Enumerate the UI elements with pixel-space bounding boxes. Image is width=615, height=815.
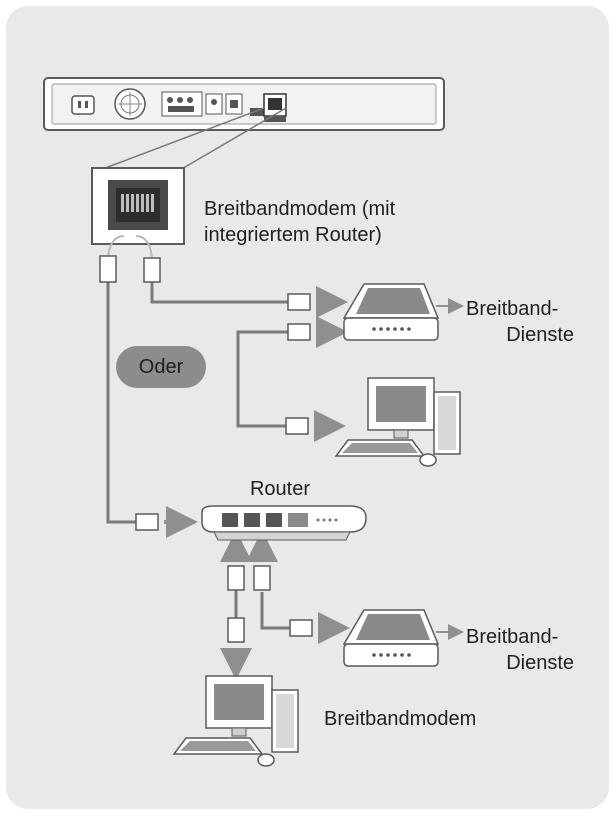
- player-lan-port-icon: [263, 93, 287, 122]
- plug-modem-bottom: [289, 619, 313, 637]
- cable-router-to-modem-bottom: [260, 592, 292, 630]
- label-service-top-line2: Dienste: [506, 324, 574, 346]
- plug-router-out-right: [253, 565, 271, 591]
- broadband-modem-bottom-icon: [342, 609, 440, 667]
- pc-bottom-icon: [172, 675, 299, 767]
- plug-pc-top: [285, 417, 309, 435]
- label-router: Router: [249, 478, 311, 500]
- zoom-line-left: [99, 107, 265, 171]
- power-socket-icon: [71, 95, 95, 115]
- plug-right-top: [143, 257, 161, 283]
- label-modem-bottom: Breitbandmodem: [324, 708, 477, 730]
- label-service-top-line1: Breitband-: [466, 298, 559, 320]
- cable-left-to-router: [106, 280, 138, 524]
- label-modem-router-line1: Breitbandmodem (mit: [204, 198, 396, 220]
- av-connectors-icon: [161, 91, 266, 117]
- cable-modem-to-pc-top: [236, 330, 292, 428]
- label-service-bottom-line1: Breitband-: [466, 626, 559, 648]
- label-modem-router-line2: integriertem Router): [204, 224, 382, 246]
- fan-icon: [114, 88, 146, 120]
- player-back-panel: [43, 77, 445, 131]
- broadband-modem-top-icon: [342, 283, 440, 341]
- plug-router-out-left: [227, 565, 245, 591]
- cable-right-to-modem: [150, 282, 290, 304]
- plug-pc-bottom: [227, 617, 245, 643]
- zoom-line-right: [179, 107, 287, 171]
- label-service-bottom-line2: Dienste: [506, 652, 574, 674]
- router-icon: [201, 505, 367, 541]
- magnified-lan-socket-icon: [91, 167, 185, 245]
- pc-top-icon: [334, 377, 461, 467]
- plug-modem-lower: [287, 323, 311, 341]
- plug-left-top: [99, 255, 117, 283]
- plug-router-input: [135, 513, 159, 531]
- oder-badge: Oder: [116, 346, 206, 388]
- plug-modem-upper: [287, 293, 311, 311]
